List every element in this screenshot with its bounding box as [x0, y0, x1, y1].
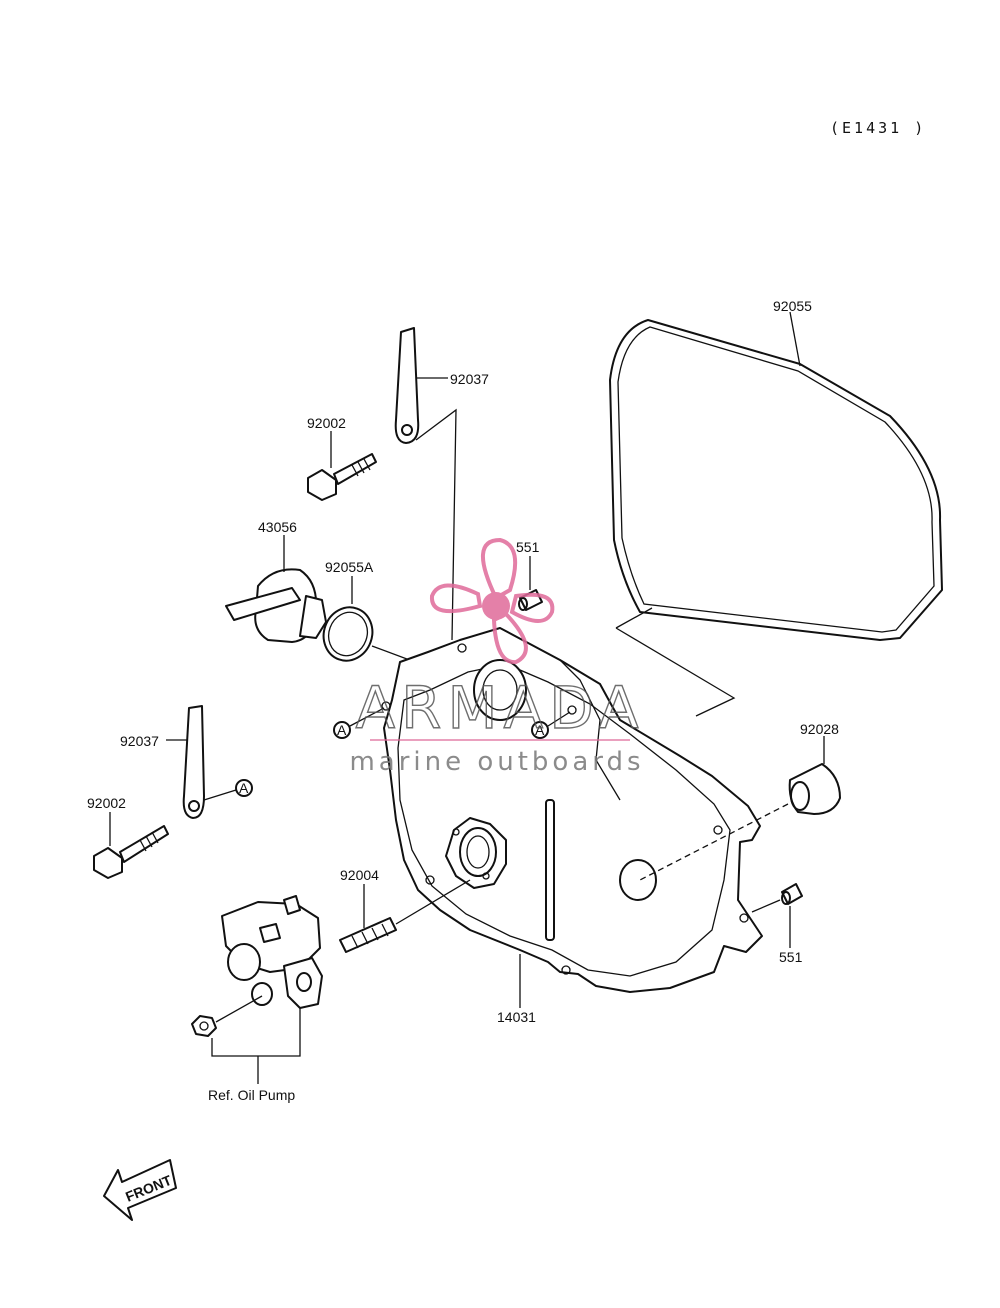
oring-92055A: [322, 606, 374, 662]
alignment-line: [615, 607, 736, 717]
watermark-tagline: marine outboards: [349, 747, 644, 777]
cap-43056: [225, 568, 327, 643]
gasket-92055: [609, 319, 943, 641]
leader-nut: [215, 995, 263, 1023]
front-arrow-icon: FRONT: [103, 1159, 177, 1221]
watermark-brand: ARMADA: [355, 674, 644, 742]
marker-a-left-strap: A: [235, 779, 253, 797]
marker-a-cover-right: A: [531, 721, 549, 739]
leader-92037-top-route: [415, 408, 457, 641]
watermark-propeller-icon: [429, 537, 555, 665]
leader-92004-route: [395, 879, 471, 925]
leader-marker-a-right: [547, 711, 571, 727]
nut: [191, 1015, 217, 1037]
label-551-right: 551: [779, 949, 803, 965]
leader-marker-a-left: [349, 707, 385, 727]
label-92028: 92028: [800, 721, 839, 737]
leader-marker-a-strap: [203, 789, 237, 801]
stud-92004: [339, 917, 397, 953]
label-92002-top: 92002: [307, 415, 346, 431]
bolt-92002-top: [307, 453, 377, 501]
label-14031: 14031: [497, 1009, 536, 1025]
label-ref-oil-pump: Ref. Oil Pump: [208, 1087, 295, 1103]
label-92037-left: 92037: [120, 733, 159, 749]
oil-pump: [221, 895, 323, 1009]
watermark: ARMADA marine outboards: [349, 537, 644, 777]
pin-551-right: [781, 883, 803, 905]
label-43056: 43056: [258, 519, 297, 535]
label-92002-left: 92002: [87, 795, 126, 811]
svg-text:A: A: [337, 722, 347, 738]
label-92004: 92004: [340, 867, 379, 883]
bolt-92002-left: [93, 825, 169, 879]
catalog-code: (E1431 ): [830, 119, 926, 137]
bushing-92028: [788, 763, 841, 815]
label-92037-top: 92037: [450, 371, 489, 387]
label-551-top: 551: [516, 539, 540, 555]
leader-92055: [789, 311, 801, 367]
leader-ref-oil-pump: [211, 1008, 301, 1084]
leader-92028-route: [639, 803, 789, 881]
strap-92037-left: [182, 705, 205, 819]
marker-a-cover-left: A: [333, 721, 351, 739]
cover-14031: [381, 627, 763, 993]
label-92055A: 92055A: [325, 559, 374, 575]
label-92055: 92055: [773, 298, 812, 314]
svg-text:A: A: [239, 780, 249, 796]
svg-text:A: A: [535, 722, 545, 738]
leader-551-right-route: [751, 899, 781, 913]
strap-92037-top: [394, 327, 420, 444]
